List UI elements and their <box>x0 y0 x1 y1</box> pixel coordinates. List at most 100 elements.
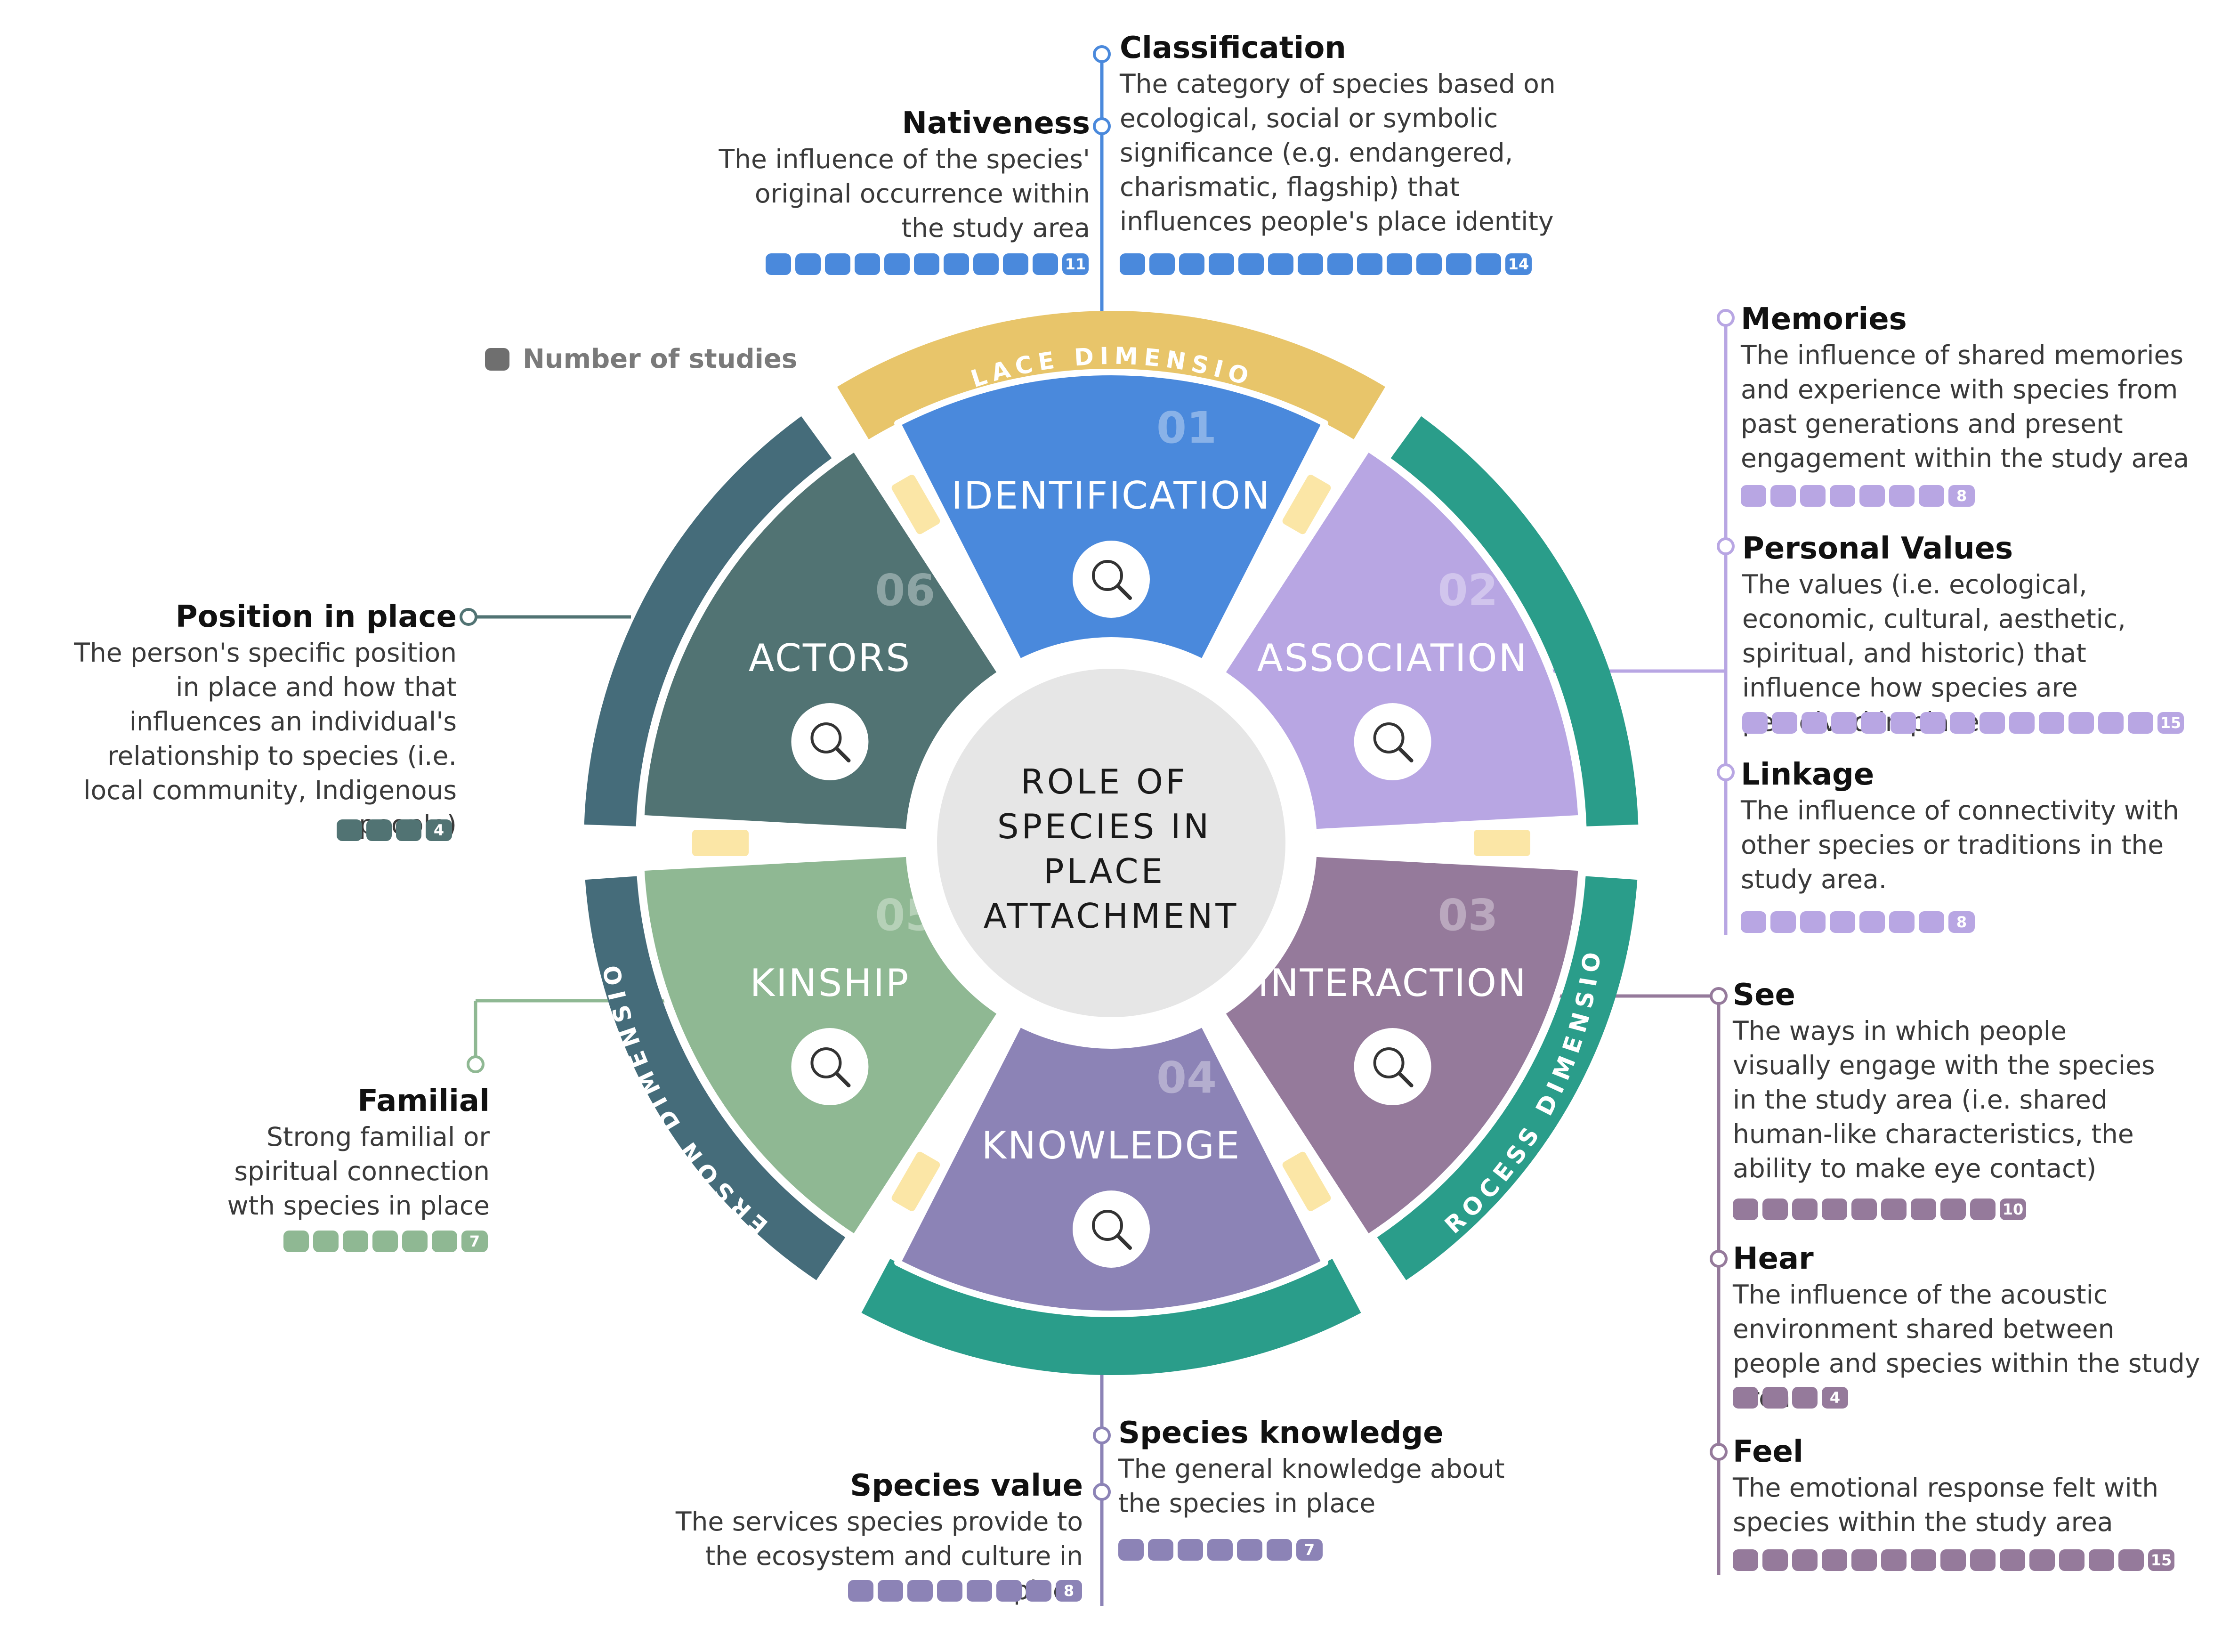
study-cell <box>1792 1387 1818 1409</box>
legend-swatch <box>485 348 509 371</box>
study-count-bar-feel: 15 <box>1733 1549 2174 1571</box>
process-dimension-band-lower <box>1377 876 1638 1280</box>
annotation-position-in-place: Position in place The person's specific … <box>47 598 457 842</box>
study-cell <box>1792 1199 1818 1220</box>
position-in-place-dot <box>460 608 477 626</box>
study-cell <box>973 253 999 275</box>
annotation-description: The category of species based on ecologi… <box>1120 69 1556 236</box>
annotation-title: Personal Values <box>1742 531 2013 566</box>
see-dot <box>1710 987 1728 1005</box>
center-title-line-2: SPECIES IN <box>997 807 1212 846</box>
legend-label: Number of studies <box>523 344 798 374</box>
segment-label: KINSHIP <box>750 961 910 1005</box>
study-cell <box>1238 253 1264 275</box>
study-cell <box>1800 485 1826 507</box>
study-cell <box>1741 911 1766 933</box>
segment-gap-highlights <box>692 475 1530 1211</box>
study-count-bar-memories: 8 <box>1741 485 1975 507</box>
study-count-label: 4 <box>1822 1387 1848 1409</box>
study-cell <box>2128 712 2153 734</box>
connector-lines <box>460 45 1735 1606</box>
annotation-personal-values: Personal Values The values (i.e. ecologi… <box>1742 530 2213 739</box>
study-cell <box>825 253 850 275</box>
study-cell <box>1822 1549 1847 1571</box>
segment-number: 06 <box>875 565 935 615</box>
heart-hand-icon <box>1354 703 1431 780</box>
study-cell <box>1970 1549 1996 1571</box>
study-cell <box>1149 253 1175 275</box>
study-cell <box>366 819 392 841</box>
study-count-bar-linkage: 8 <box>1741 911 1975 933</box>
people-icon <box>791 703 869 780</box>
study-count-label: 14 <box>1505 253 1532 275</box>
annotation-title: See <box>1733 978 1795 1012</box>
segment-shape <box>894 1020 1328 1318</box>
study-cell <box>1118 1539 1144 1561</box>
study-cell <box>1742 712 1768 734</box>
annotation-description: Strong familial or spiritual connection … <box>227 1122 490 1221</box>
study-cell <box>2059 1549 2085 1571</box>
study-cell <box>1178 1539 1203 1561</box>
study-cell <box>396 819 421 841</box>
study-cell <box>1980 712 2005 734</box>
segment-gap <box>891 1151 940 1211</box>
study-cell <box>967 1580 992 1602</box>
center-title-line-1: ROLE OF <box>1021 762 1188 802</box>
segment-number: 04 <box>1156 1053 1217 1103</box>
study-cell <box>1831 712 1857 734</box>
study-count-bar-see: 10 <box>1733 1199 2026 1220</box>
study-cell <box>432 1231 457 1252</box>
study-cell <box>2098 712 2124 734</box>
annotation-title: Familial <box>357 1084 490 1118</box>
study-cell <box>1881 1549 1907 1571</box>
segment-label: ASSOCIATION <box>1257 636 1528 680</box>
annotation-title: Memories <box>1741 302 1907 337</box>
annotation-memories: Memories The influence of shared memorie… <box>1741 300 2193 476</box>
study-count-bar-position-in-place: 4 <box>337 819 452 841</box>
annotation-description: The person's specific position in place … <box>74 638 457 840</box>
center-title-line-4: ATTACHMENT <box>984 896 1239 936</box>
study-cell <box>1830 911 1855 933</box>
study-count-bar-species-knowledge: 7 <box>1118 1539 1323 1561</box>
study-cell <box>1733 1199 1758 1220</box>
study-cell <box>1026 1580 1051 1602</box>
person-dimension-band-upper <box>584 416 832 826</box>
annotation-see: See The ways in which people visually en… <box>1733 976 2171 1186</box>
study-cell <box>937 1580 962 1602</box>
study-cell <box>1120 253 1145 275</box>
study-count-label: 10 <box>2000 1199 2026 1220</box>
study-cell <box>878 1580 903 1602</box>
study-cell <box>372 1231 398 1252</box>
study-cell <box>1267 1539 1292 1561</box>
study-cell <box>2068 712 2094 734</box>
study-cell <box>1733 1387 1758 1409</box>
study-cell <box>1800 911 1826 933</box>
study-cell <box>1919 485 1944 507</box>
study-cell <box>1919 911 1944 933</box>
center-title-line-3: PLACE <box>1043 851 1165 891</box>
study-count-label: 8 <box>1056 1580 1082 1602</box>
study-cell <box>1268 253 1293 275</box>
annotation-description: The influence of the acoustic environmen… <box>1733 1279 2200 1413</box>
segment-shape <box>638 445 1004 836</box>
person-dimension-band-lower <box>585 876 846 1280</box>
study-cell <box>1950 712 1975 734</box>
study-cell <box>1970 1199 1996 1220</box>
study-cell <box>1298 253 1323 275</box>
annotation-title: Hear <box>1733 1241 1814 1276</box>
study-cell <box>1762 1387 1788 1409</box>
study-count-bar-classification: 14 <box>1120 253 1532 275</box>
cycle-hands-icon <box>791 1028 869 1105</box>
study-cell <box>914 253 939 275</box>
study-cell <box>1772 712 1797 734</box>
study-cell <box>996 1580 1022 1602</box>
segment-label: IDENTIFICATION <box>951 474 1271 518</box>
study-cell <box>1416 253 1442 275</box>
study-cell <box>944 253 969 275</box>
study-count-label: 8 <box>1948 911 1975 933</box>
study-count-label: 4 <box>426 819 452 841</box>
